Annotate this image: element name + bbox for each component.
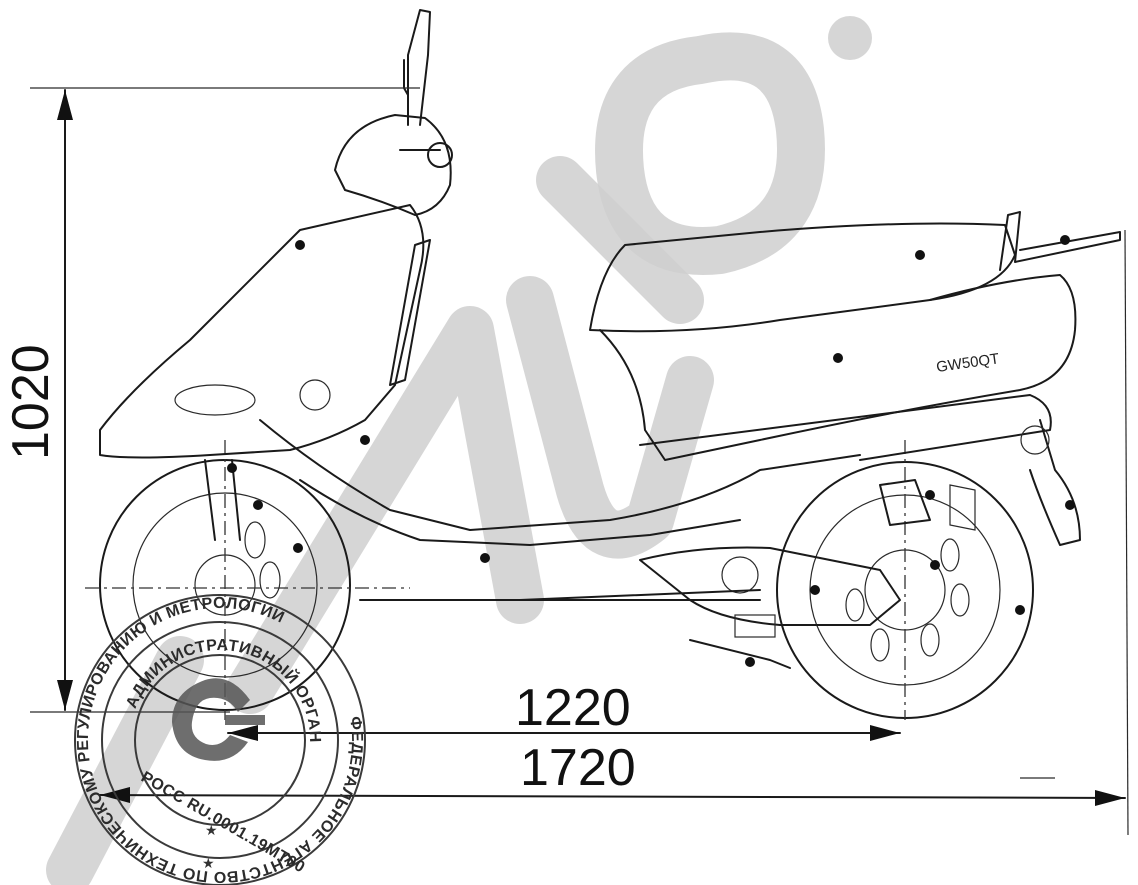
scooter-body [99, 9, 1121, 669]
length-dimension-value: 1720 [520, 739, 636, 797]
length-dimension: 1720 [99, 229, 1129, 836]
watermark [46, 16, 872, 885]
wheelbase-dimension-value: 1220 [515, 679, 631, 737]
stamp-star-1: ★ [205, 823, 218, 839]
height-dimension: 1020 [2, 87, 420, 713]
wheelbase-dimension: 1220 [227, 679, 901, 741]
height-dimension-value: 1020 [2, 344, 60, 460]
stamp-emblem [172, 678, 250, 761]
model-label: GW50QT [935, 350, 1000, 376]
fastener-dots [227, 235, 1075, 667]
stamp-star-2: ★ [202, 856, 215, 872]
